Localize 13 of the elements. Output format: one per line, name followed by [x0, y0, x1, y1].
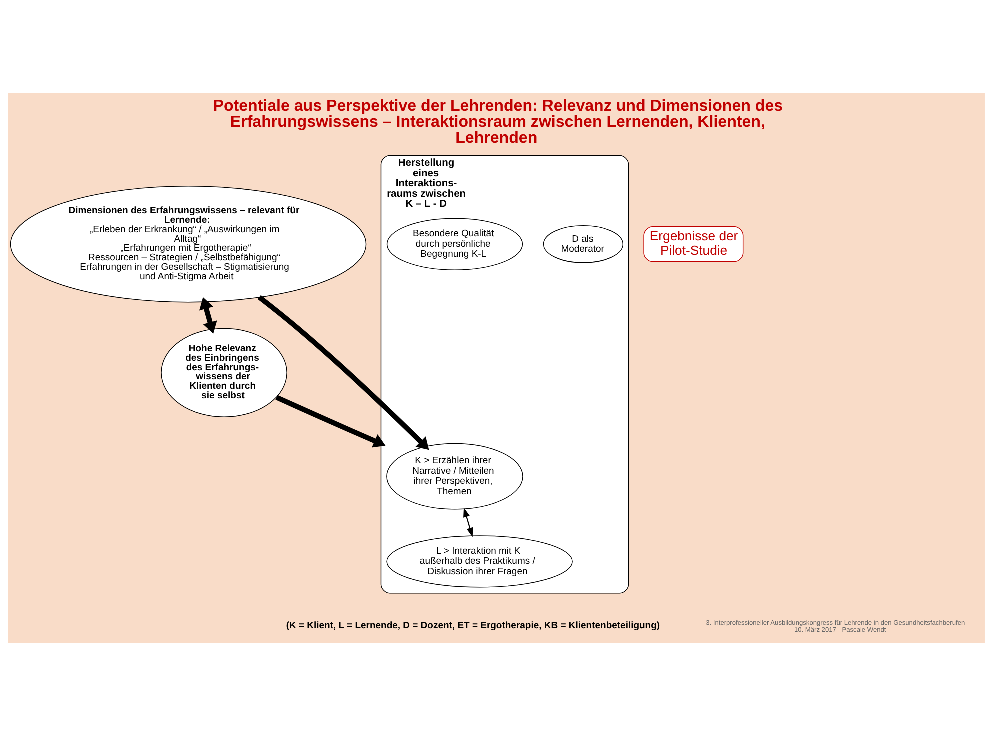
node-ellipse: Besondere Qualität durch persönliche Begegnung K-L [386, 218, 524, 270]
arrow [464, 508, 474, 538]
node-ellipse: Dimensionen des Erfahrungswissens – relevant für Lernende: „Erleben der Erkrankung“ / „Auswirkungen im Alltag“ „Erfahrungen mit Ergotherapie“ Ressourcen – Strategien / „Selbstbefähigung“ Erfahrungen in der Gesellschaft – Stigmatisierung und Anti-Stigma Arbeit [10, 186, 367, 303]
diagram-title: Potentiale aus Perspektive der Lehrenden: Relevanz und Dimensionen des Erfahrungswissens – Interaktionsraum zwischen Lernenden, Klienten, Lehrenden [213, 96, 784, 148]
arrow [258, 295, 430, 450]
node-ellipse: L > Interaktion mit K außerhalb des Praktikums / Diskussion ihrer Fragen [386, 536, 573, 588]
node-ellipse: Hohe Relevanz des Einbringens des Erfahrungs- wissens der Klienten durch sie selbst [161, 328, 288, 418]
node-box: Ergebnisse der Pilot-Studie [644, 226, 744, 262]
label: (K = Klient, L = Lernende, D = Dozent, ET = Ergotherapie, KB = Klientenbeteiligung) [286, 620, 660, 632]
node-ellipse: D als Moderator [543, 225, 624, 264]
arrow [276, 395, 386, 448]
node-ellipse: K > Erzählen ihrer Narrative / Mitteilen ihrer Perspektiven, Themen [386, 443, 524, 510]
arrow [199, 297, 218, 334]
